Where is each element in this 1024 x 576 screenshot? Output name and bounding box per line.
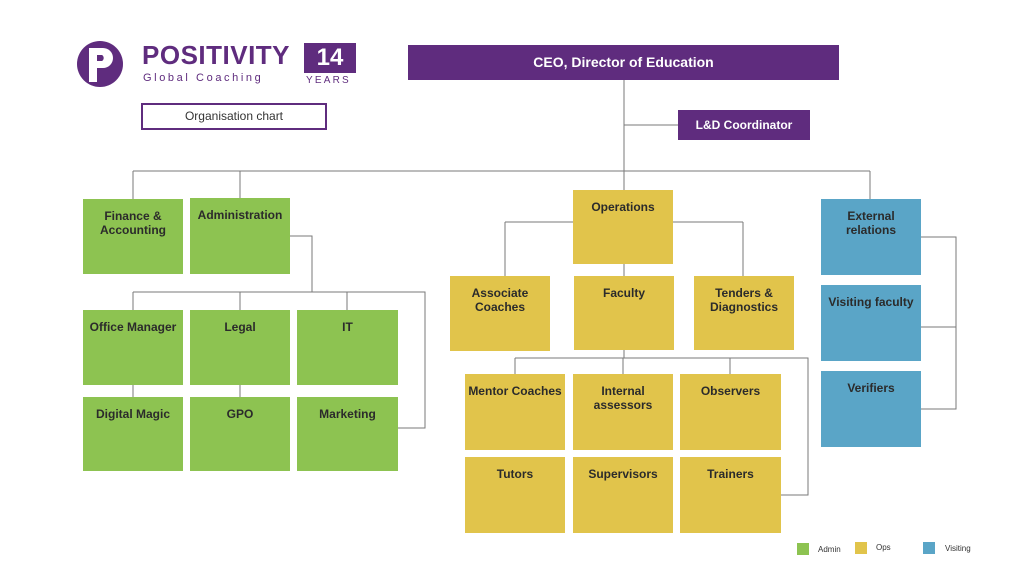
- legend-visiting-label: Visiting: [945, 544, 971, 553]
- supervisors-box: Supervisors: [573, 457, 673, 533]
- office-manager-box: Office Manager: [83, 310, 183, 385]
- digital-magic-label: Digital Magic: [95, 407, 170, 421]
- internal-assessors-box: Internal assessors: [573, 374, 673, 450]
- verifiers-label: Verifiers: [847, 381, 895, 395]
- finance-accounting-label: Finance & Accounting: [100, 209, 166, 237]
- faculty-label: Faculty: [602, 286, 645, 300]
- tutors-box: Tutors: [465, 457, 565, 533]
- gpo-label: GPO: [226, 407, 254, 421]
- legend-admin-swatch: [797, 543, 809, 555]
- trainers-box: Trainers: [680, 457, 781, 533]
- visiting-faculty-box: Visiting faculty: [821, 285, 921, 361]
- org-chart-label: Organisation chart: [141, 103, 327, 130]
- it-box: IT: [297, 310, 398, 385]
- ceo-box: CEO, Director of Education: [408, 45, 839, 80]
- ld-coordinator-label: L&D Coordinator: [695, 118, 793, 132]
- years-label: YEARS: [306, 75, 351, 86]
- mentor-coaches-box: Mentor Coaches: [465, 374, 565, 450]
- administration-label: Administration: [197, 208, 283, 222]
- external-relations-box: External relations: [821, 199, 921, 275]
- supervisors-label: Supervisors: [588, 467, 658, 481]
- legend-admin-label: Admin: [818, 545, 841, 554]
- observers-label: Observers: [700, 384, 761, 398]
- tenders-diagnostics-label: Tenders & Diagnostics: [709, 286, 778, 314]
- positivity-logo-icon: [77, 41, 123, 87]
- operations-box: Operations: [573, 190, 673, 264]
- marketing-box: Marketing: [297, 397, 398, 471]
- internal-assessors-label: Internal assessors: [593, 384, 653, 412]
- ld-coordinator-box: L&D Coordinator: [678, 110, 810, 140]
- visiting-faculty-label: Visiting faculty: [828, 295, 914, 309]
- tutors-label: Tutors: [496, 467, 534, 481]
- trainers-label: Trainers: [707, 467, 754, 481]
- mentor-coaches-label: Mentor Coaches: [468, 384, 562, 398]
- legal-label: Legal: [224, 320, 256, 334]
- years-number: 14: [316, 44, 344, 71]
- years-badge: 14: [304, 43, 356, 73]
- org-chart-label-text: Organisation chart: [184, 109, 284, 123]
- ceo-label: CEO, Director of Education: [533, 54, 714, 70]
- finance-accounting-box: Finance & Accounting: [83, 199, 183, 274]
- legend-visiting-swatch: [923, 542, 935, 554]
- verifiers-box: Verifiers: [821, 371, 921, 447]
- legal-box: Legal: [190, 310, 290, 385]
- external-relations-label: External relations: [845, 209, 896, 237]
- brand-name: POSITIVITY: [142, 40, 291, 70]
- observers-box: Observers: [680, 374, 781, 450]
- tenders-diagnostics-box: Tenders & Diagnostics: [694, 276, 794, 350]
- legend-ops-label: Ops: [876, 543, 891, 552]
- faculty-box: Faculty: [574, 276, 674, 350]
- associate-coaches-box: Associate Coaches: [450, 276, 550, 351]
- brand-logo: POSITIVITY Global Coaching 14 YEARS: [76, 38, 366, 90]
- it-label: IT: [342, 320, 353, 334]
- operations-label: Operations: [591, 200, 655, 214]
- legend-ops-swatch: [855, 542, 867, 554]
- associate-coaches-label: Associate Coaches: [471, 286, 529, 314]
- gpo-box: GPO: [190, 397, 290, 471]
- digital-magic-box: Digital Magic: [83, 397, 183, 471]
- brand-tagline: Global Coaching: [143, 72, 264, 84]
- administration-box: Administration: [190, 198, 290, 274]
- office-manager-label: Office Manager: [89, 320, 177, 334]
- marketing-label: Marketing: [319, 407, 376, 421]
